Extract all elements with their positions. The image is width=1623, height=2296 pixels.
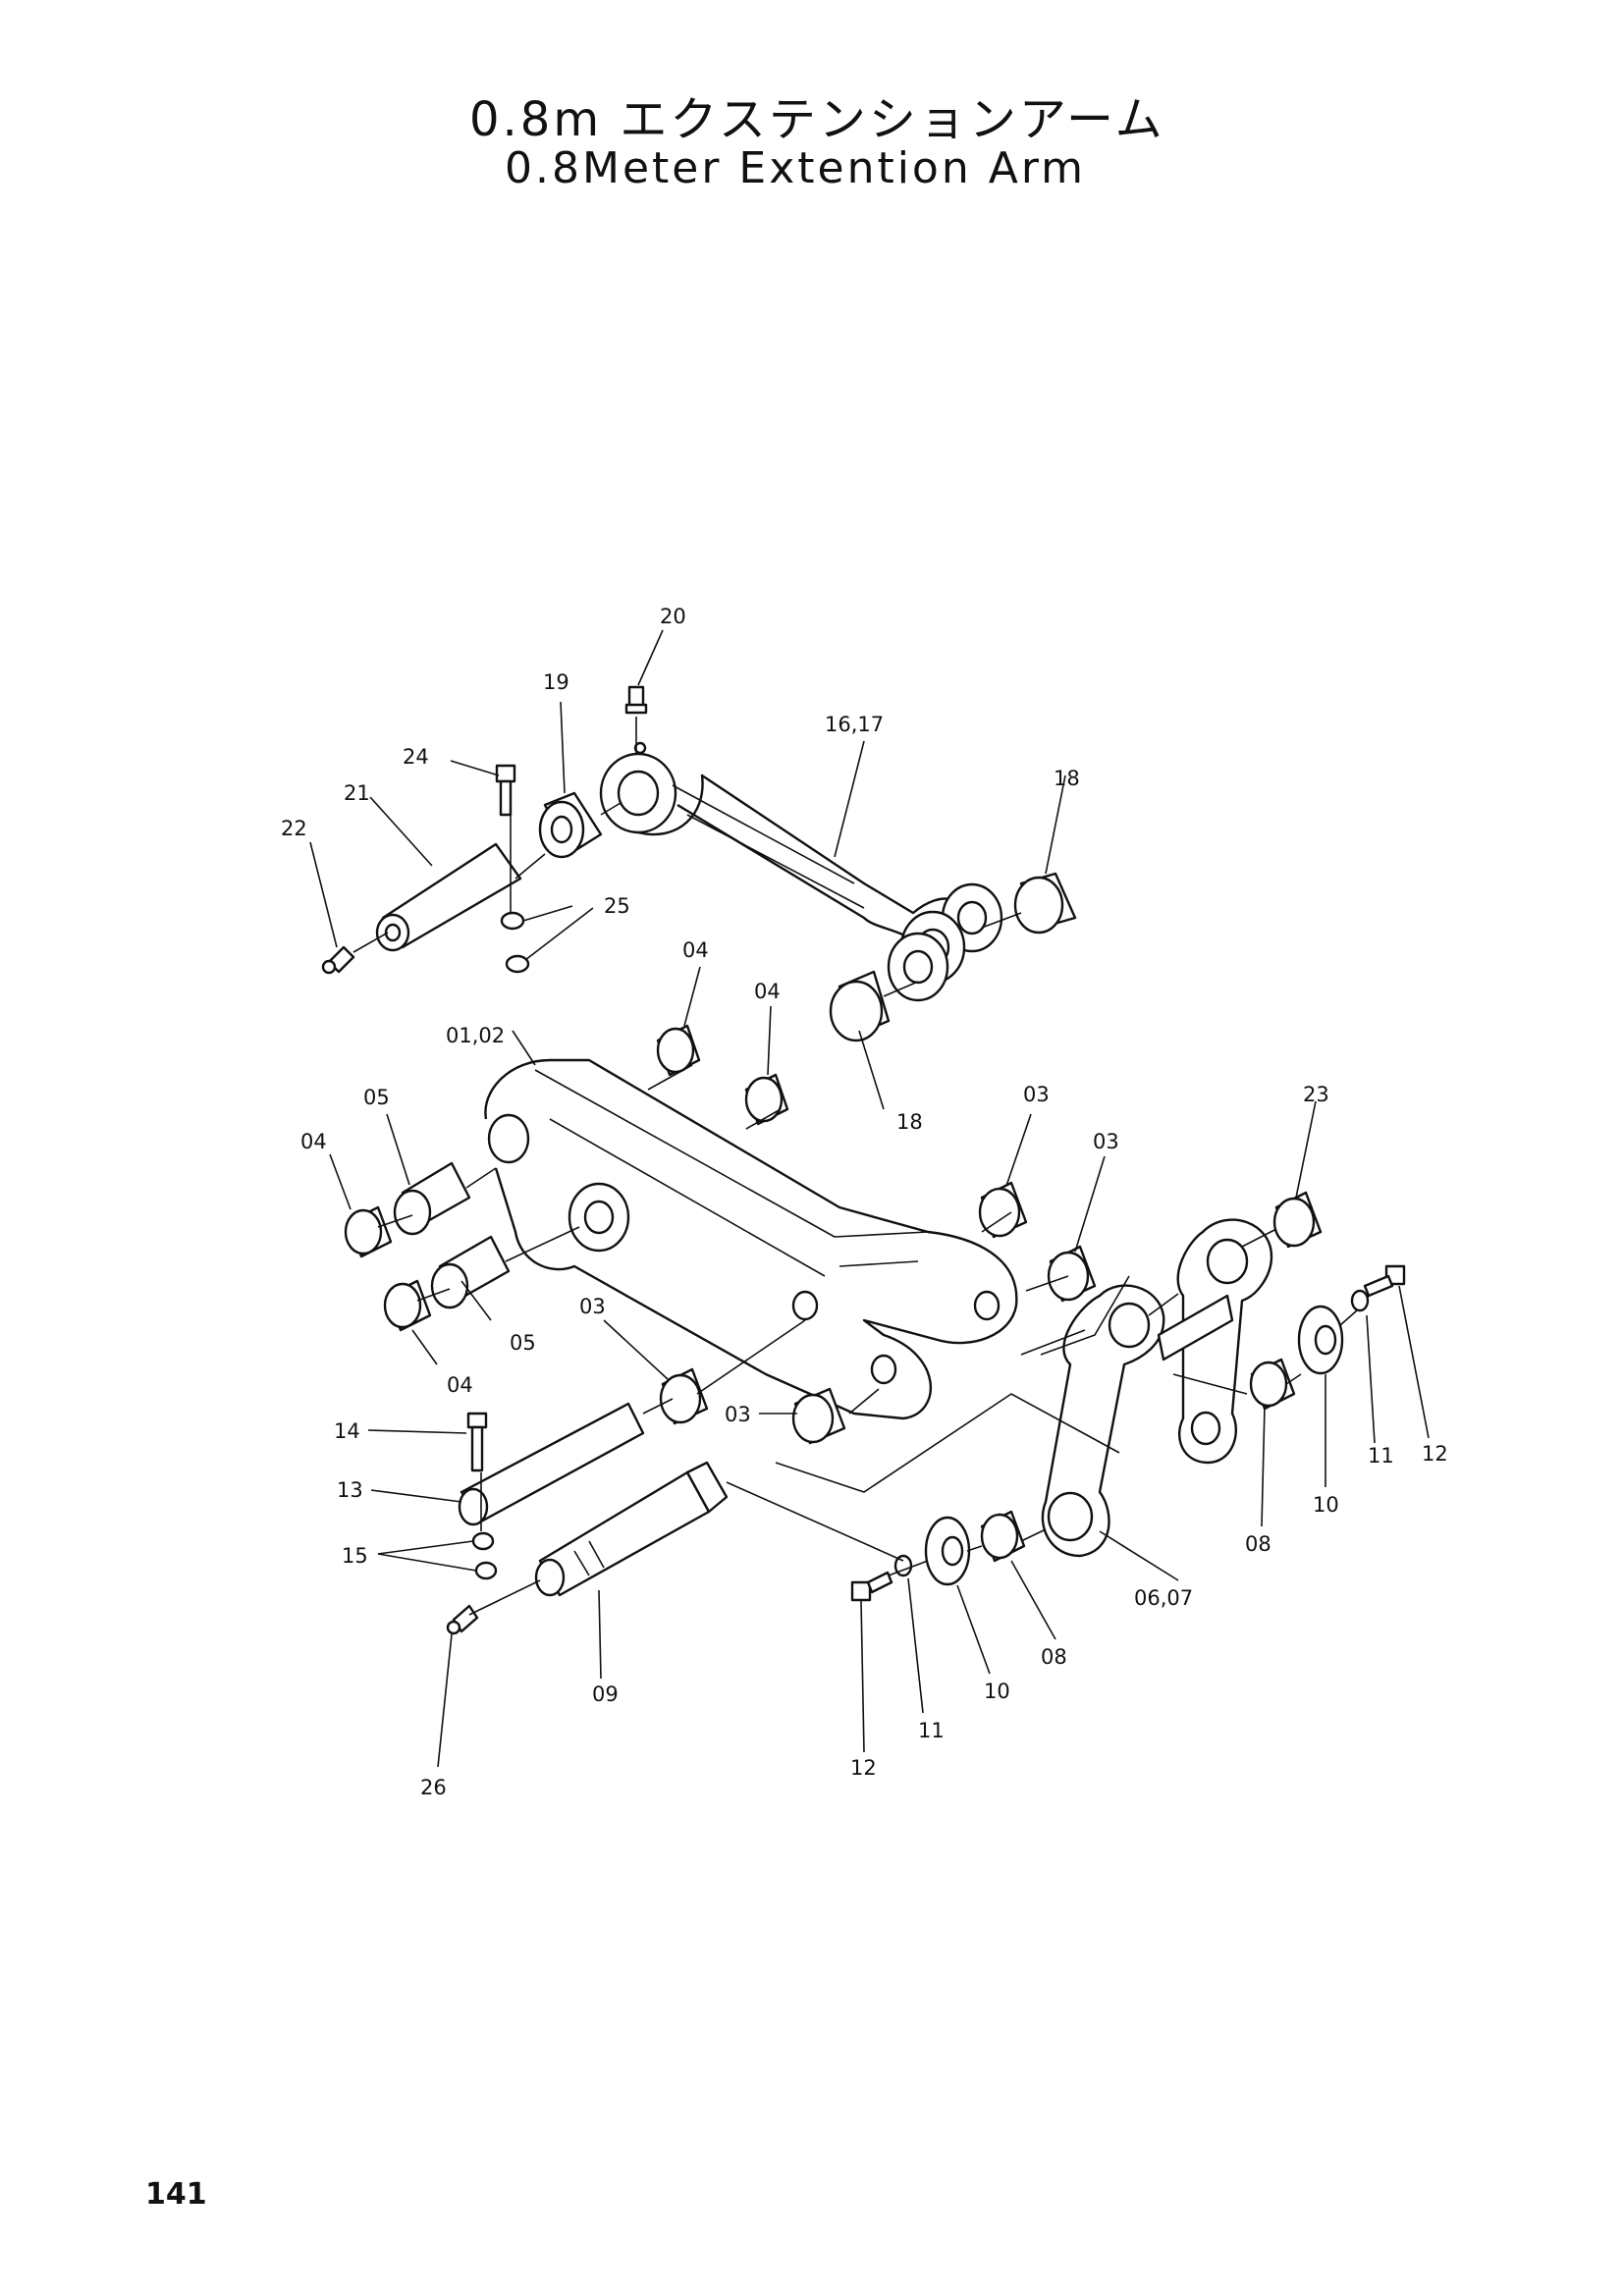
page-number: 141: [145, 2177, 207, 2212]
callout-13: 13: [337, 1478, 363, 1502]
upper-link-part: [599, 741, 974, 944]
bushing-18-right: [1013, 872, 1077, 934]
washer-11-right: [1350, 1289, 1370, 1312]
bushing-08-right: [1249, 1358, 1296, 1411]
callout-09: 09: [592, 1682, 619, 1706]
callout-03-d: 03: [725, 1403, 751, 1426]
leader-lines: [309, 629, 1430, 1768]
callout-22: 22: [281, 817, 307, 840]
callout-10-right: 10: [1313, 1493, 1339, 1517]
grease-nipple-26: [446, 1604, 479, 1635]
callout-05-left-1: 05: [363, 1086, 390, 1109]
nut-15: [471, 1531, 498, 1580]
bushing-08-left: [980, 1510, 1026, 1563]
callout-18-upper: 18: [1054, 767, 1080, 790]
callout-03-b: 03: [1093, 1130, 1119, 1153]
bushing-03-c: [659, 1367, 709, 1425]
callout-16-17: 16,17: [825, 713, 884, 736]
bolt-24: [495, 764, 516, 817]
callout-12-left: 12: [850, 1756, 877, 1780]
bushing-04-top-1: [656, 1024, 701, 1077]
nut-25: [500, 911, 530, 974]
callout-15: 15: [342, 1544, 368, 1568]
callout-04-left-1: 04: [300, 1130, 327, 1153]
callout-18-lower: 18: [896, 1110, 923, 1134]
main-arm-part: [484, 1058, 1018, 1420]
grease-nipple-20: [624, 685, 648, 715]
callout-26: 26: [420, 1776, 447, 1799]
callout-25: 25: [604, 894, 630, 918]
callout-04-left-2: 04: [447, 1373, 473, 1397]
callout-21: 21: [344, 781, 370, 805]
callout-11-left: 11: [918, 1719, 945, 1742]
page-title-japanese: 0.8m エクステンションアーム: [469, 92, 1165, 147]
bushing-05-left-2: [430, 1235, 511, 1309]
bushing-18-left: [829, 970, 891, 1042]
callout-03-c: 03: [579, 1295, 606, 1318]
upper-link-eye: [887, 882, 1003, 1002]
callout-04-top-1: 04: [682, 938, 709, 962]
callout-labels: 20 19 24 21 22 25 16,17 18 18 04 04 01,0…: [281, 605, 1448, 1799]
callout-06-07: 06,07: [1134, 1586, 1193, 1610]
bushing-04-left-2: [383, 1279, 432, 1332]
collar-10-right: [1297, 1305, 1344, 1375]
bushing-03-a: [978, 1181, 1028, 1239]
pin-21: [375, 842, 522, 952]
callout-01-02: 01,02: [446, 1024, 505, 1047]
callout-12-right: 12: [1422, 1442, 1448, 1466]
bushing-23: [1272, 1191, 1323, 1249]
callout-19: 19: [543, 670, 569, 694]
bolt-12-left: [850, 1571, 893, 1602]
bushing-03-d: [791, 1387, 846, 1445]
collar-10-left: [924, 1516, 971, 1586]
callout-08-right: 08: [1245, 1532, 1271, 1556]
washer-11-left: [893, 1554, 913, 1577]
callout-20: 20: [660, 605, 686, 628]
callout-08-left: 08: [1041, 1645, 1067, 1669]
callout-23: 23: [1303, 1083, 1329, 1106]
callout-10-left: 10: [984, 1680, 1010, 1703]
callout-24: 24: [403, 745, 429, 769]
bushing-19: [538, 791, 603, 859]
callout-05-left-2: 05: [510, 1331, 536, 1355]
bushing-03-b: [1047, 1245, 1097, 1303]
bolt-12-right: [1363, 1264, 1406, 1298]
page-title-english: 0.8Meter Extention Arm: [505, 143, 1087, 193]
bolt-14: [466, 1412, 488, 1472]
callout-04-top-2: 04: [754, 980, 781, 1003]
bushing-04-left-1: [344, 1205, 393, 1258]
assembly-centerlines: [352, 717, 1358, 1616]
grease-nipple-22: [321, 945, 355, 975]
callout-11-right: 11: [1368, 1444, 1394, 1468]
callout-14: 14: [334, 1419, 360, 1443]
callout-03-a: 03: [1023, 1083, 1050, 1106]
pin-13: [458, 1402, 645, 1526]
pin-09: [534, 1461, 729, 1597]
